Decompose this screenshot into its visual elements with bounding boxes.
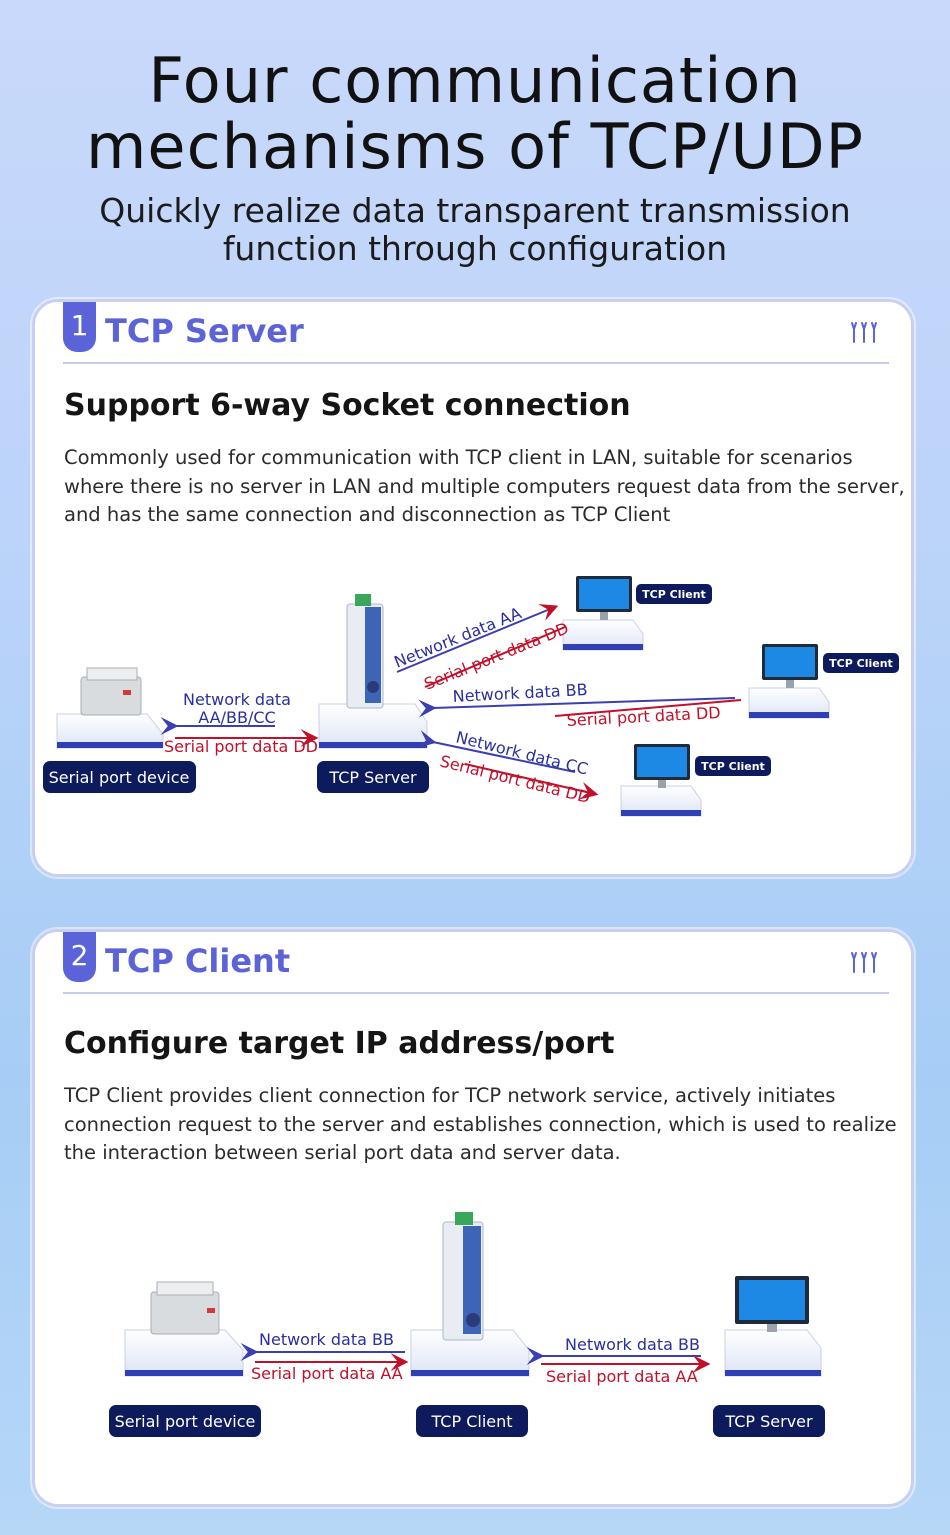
left-serial-label: Serial port data DD (164, 737, 318, 756)
svg-text:TCP Server: TCP Server (724, 1412, 813, 1431)
section-title: TCP Server (105, 312, 304, 350)
header-divider (63, 992, 889, 994)
tcp-client-converter (410, 1212, 530, 1377)
tcp-client-card: 2 TCP Client Configure target IP address… (32, 929, 914, 1507)
section-title: TCP Client (105, 942, 291, 980)
section-number-badge: 2 (63, 932, 96, 982)
svg-text:TCP Server: TCP Server (328, 768, 417, 787)
serial-device-printer (56, 667, 164, 749)
left-network-label: Network data BB (259, 1330, 394, 1349)
svg-text:TCP Client: TCP Client (701, 760, 765, 773)
tcp-client-diagram: Serial port device TCP Client TCP Server (109, 1212, 825, 1437)
tcp-server-label: TCP Server (713, 1405, 825, 1437)
aa-serial-arrow (424, 626, 566, 688)
section-description: Commonly used for communication with TCP… (64, 446, 905, 526)
page-title: Four communication mechanisms of TCP/UDP (0, 48, 950, 180)
client-cc-label: TCP Client (695, 756, 771, 776)
serial-device-label: Serial port device (43, 761, 196, 793)
cc-network-arrow (417, 730, 576, 773)
tcp-client-label: TCP Client (416, 1405, 528, 1437)
svg-text:Serial port device: Serial port device (115, 1412, 256, 1431)
left-network-label: Network data (183, 690, 291, 709)
right-serial-label: Serial port data AA (546, 1367, 698, 1386)
bb-serial-label: Serial port data DD (566, 703, 721, 730)
aa-network-arrow (396, 604, 559, 673)
bb-serial-arrow (554, 699, 742, 717)
section-heading: Configure target IP address/port (64, 1026, 615, 1061)
left-network-values: AA/BB/CC (198, 708, 275, 727)
subtitle-line-2: function through configuration (222, 229, 728, 268)
section-description: TCP Client provides client connection fo… (64, 1084, 897, 1164)
client-computer-aa (562, 576, 644, 651)
antenna-icon (851, 322, 877, 343)
client-computer-cc (620, 744, 702, 817)
serial-device-label: Serial port device (109, 1405, 261, 1437)
section-heading: Support 6-way Socket connection (64, 388, 631, 423)
bb-network-arrow (418, 697, 736, 718)
section-number-badge: 1 (63, 302, 96, 352)
serial-device-printer (124, 1281, 244, 1377)
tcp-server-card: 1 TCP Server Support 6-way Socket connec… (32, 299, 914, 877)
page-subtitle: Quickly realize data transparent transmi… (0, 192, 950, 268)
client-aa-label: TCP Client (636, 584, 712, 604)
left-serial-label: Serial port data AA (251, 1364, 403, 1383)
right-network-label: Network data BB (565, 1335, 700, 1354)
client-bb-label: TCP Client (823, 653, 899, 673)
tcp-server-label: TCP Server (317, 761, 429, 793)
bb-network-label: Network data BB (452, 680, 588, 706)
tcp-server-diagram: Serial port device TCP Server Network da… (43, 576, 899, 817)
client-computer-bb (748, 644, 830, 719)
cc-serial-arrow (464, 763, 599, 800)
header-divider (63, 362, 889, 364)
svg-text:TCP Client: TCP Client (642, 588, 706, 601)
title-line-1: Four communication (148, 44, 802, 117)
title-line-2: mechanisms of TCP/UDP (86, 110, 864, 183)
tcp-server-computer (724, 1276, 822, 1377)
svg-text:Serial port device: Serial port device (49, 768, 190, 787)
subtitle-line-1: Quickly realize data transparent transmi… (99, 191, 851, 230)
svg-text:TCP Client: TCP Client (430, 1412, 512, 1431)
svg-text:TCP Client: TCP Client (829, 657, 893, 670)
tcp-server-converter (318, 594, 428, 749)
antenna-icon (851, 952, 877, 973)
